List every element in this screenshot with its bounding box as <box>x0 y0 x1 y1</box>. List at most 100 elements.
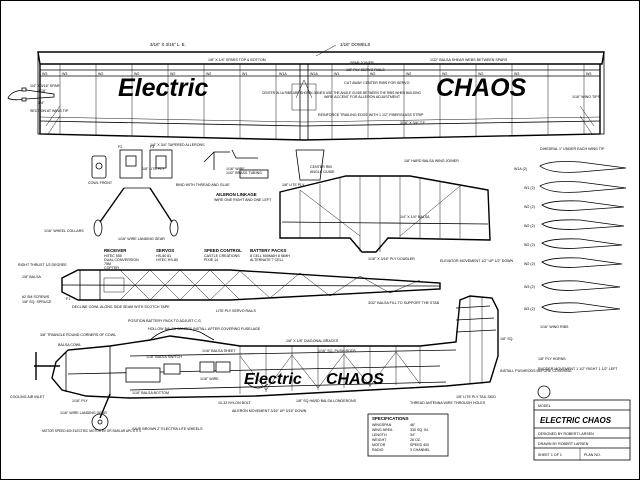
cowl-formers: COWL FRONT F2 F3 1/8" LITE PLY <box>88 145 173 185</box>
section-web-note: 1/4" <box>38 101 45 105</box>
wing-title-chaos: CHAOS <box>436 74 527 102</box>
wing-rib-label-8: W1A <box>279 72 287 76</box>
side-battery-note: POSITION BATTERY PACK TO ADJUST C.G. <box>128 319 202 323</box>
fuselage-top-view: RIGHT THRUST 1/2 DEGREE 1/8" BALSA #2 SM… <box>18 263 441 313</box>
cowl-front-label: COWL FRONT <box>88 181 113 185</box>
wing-shear-webs: 1/32" BALSA SHEAR WEBS BETWEEN SPARS <box>430 58 508 62</box>
fuselage-side-view: Electric CHAOS POSITION BATTERY PACK TO … <box>10 295 618 433</box>
aileron-linkage-detail: 1/16" WIRE 1/32" BRASS TUBING AILERON LI… <box>203 149 272 202</box>
equip-speed-head: SPEED CONTROL <box>204 248 242 253</box>
spec-row-value: 26 OZ. <box>410 438 421 442</box>
fuse-balsa-sheet: 3/32" BALSA FILL TO SUPPORT THE STAB <box>368 301 440 305</box>
former-f2-label: F2 <box>118 145 122 149</box>
fuse-f1-label: F1 <box>66 297 70 301</box>
landing-gear-front: BIND WITH THREAD AND GLUE 1/16" WIRE LAN… <box>44 183 230 241</box>
elevator-movement-note: ELEVATOR MOVEMENT 1/2" UP 1/2" DOWN <box>440 259 514 263</box>
side-triangle-note: 3/8" TRIANGLE ROUND CORNERS OF COWL <box>40 333 116 337</box>
wing-section-details: 1/4" X 3/16" SPAR 1/16" 1/4" SECTION AT … <box>7 84 69 113</box>
wing-ribs-note: 1/16" WING RIBS <box>540 325 569 329</box>
former-ply-label: 1/8" LITE PLY <box>142 167 165 171</box>
side-brace-note: 1/16" PLY <box>72 399 88 403</box>
rib-w3-label-2: W3 (2) <box>524 307 535 311</box>
title-block: MODEL ELECTRIC CHAOS DESIGNED BY ROBERT … <box>533 385 631 461</box>
wing-reinforce: REINFORCE TRAILING EDGE WITH 1 1/2" FIBE… <box>318 113 424 117</box>
wing-rib-label-11: W2 <box>370 72 375 76</box>
fuse-spruce-note: 1/8" SQ. SPRUCE <box>22 300 52 304</box>
aileron-linkage-title: AILERON LINKAGE <box>216 192 257 197</box>
fuse-screws-note: #2 SM SCREWS <box>22 295 50 299</box>
former-f3-label: F3 <box>150 145 154 149</box>
title-block-drawn: DRAWN BY ROBERT LARSEN <box>538 442 589 446</box>
wing-rib-label-5: W2 <box>170 72 175 76</box>
equip-receiver-line2: DUAL CONVERSION <box>104 258 139 262</box>
title-block-model: ELECTRIC CHAOS <box>540 416 612 425</box>
equipment-list: RECEIVER HITEC 555 DUAL CONVERSION 75M C… <box>104 248 290 270</box>
wing-aileron-rods: WIRE ACCENT FOR ALLERON ADJUSTMENT <box>324 95 401 99</box>
wing-rib-label-9: W1A <box>310 72 318 76</box>
rib-w2-label-4: W2 (2) <box>524 262 535 266</box>
fuse-thrust-note: RIGHT THRUST 1/2 DEGREE <box>18 263 67 267</box>
spec-row-label: WINGSPAN <box>372 423 392 427</box>
equip-receiver-line3: 75M <box>104 262 111 266</box>
title-block-model-label: MODEL <box>538 404 551 408</box>
equip-speed-line2: PIXIE 14 <box>204 258 218 262</box>
stab-doubler-note: 1/16" X 3/16" PLY DOUBLER <box>368 257 415 261</box>
specifications-table: SPECIFICATIONS WINGSPAN 46" WING AREA 33… <box>367 413 449 457</box>
wing-servo-rails: 1/8" PLY SERVO RAILS <box>346 68 385 72</box>
spec-row-label: LENGTH <box>372 433 387 437</box>
rib-w2-label-2: W2 (2) <box>524 224 535 228</box>
side-antenna-note: THREAD ANTENNA WIRE THROUGH HOLES <box>410 401 486 405</box>
equip-servos-head: SERVOS <box>156 248 174 253</box>
spec-rows: WINGSPAN 46" WING AREA 330 SQ. IN. LENGT… <box>372 423 430 452</box>
spec-row-label: RADIO <box>372 448 384 452</box>
side-canopy-note: HOLLOW BALSA CANOPY INSTALL AFTER COVERI… <box>148 327 261 331</box>
section-title: SECTION AT WING TIP <box>30 109 69 113</box>
spec-row-value: 3 CHANNEL <box>410 448 430 452</box>
center-guide-sub: ANGLE GUIDE <box>310 170 335 174</box>
side-pushrods-note: 1/16" SQ. PUSH RODS <box>318 349 356 353</box>
equip-speed-line1: CASTLE CREATIONS <box>204 254 240 258</box>
rib-w1a-label: W1A (2) <box>514 167 527 171</box>
section-spar-note: 1/4" X 3/16" SPAR <box>30 84 60 88</box>
wing-tips-note: 1/16" WING TIPS <box>572 95 601 99</box>
wing-dowel-note: 1/16" DOWELS <box>340 42 370 47</box>
spec-row-value: 330 SQ. IN. <box>410 428 429 432</box>
wing-rib-label-10: W1 <box>334 72 339 76</box>
spec-head: SPECIFICATIONS <box>372 416 409 421</box>
wing-spar-joiner: SPAR JOINER <box>350 61 374 65</box>
horn-tube-note: 1/32" BRASS TUBING <box>226 171 262 175</box>
side-ply-note: 1/16" BALSA BOTTOM <box>132 391 169 395</box>
wing-spar-note: 1/8" X 1/4" SPARS TOP & BOTTOM <box>208 58 266 62</box>
wing-rib-label-7: W1 <box>242 72 247 76</box>
equip-battery-head: BATTERY PACKS <box>250 248 286 253</box>
wing-plan: W3 W3 W2 W2 W2 W2 W1 W1A W1A W1 W2 W2 W2… <box>37 42 605 147</box>
fuse-lite-note: LITE PLY SERVO RAILS <box>216 309 257 313</box>
aileron-linkage-note: WIRE ONE RIGHT AND ONE LEFT <box>214 198 272 202</box>
center-guide-title: CENTER RIB <box>310 165 332 169</box>
side-tailskid-note: 1/8" LITE PLY TAIL SKID <box>456 395 496 399</box>
spec-row-value: 34" <box>410 433 416 437</box>
spec-row-value: SPEED 400 <box>410 443 429 447</box>
wing-ribs <box>59 64 585 140</box>
equip-servos-line2: HITEC HS-80 <box>156 258 178 262</box>
wing-te-note: 3/16" X 3/4" T.E. <box>400 121 426 125</box>
spec-row-label: MOTOR <box>372 443 386 447</box>
side-fin-note: 1/8" SQ. <box>500 337 513 341</box>
wing-rib-label-6: W2 <box>206 72 211 76</box>
rib-w2-label-3: W2 (2) <box>524 243 535 247</box>
wing-title-electric: Electric <box>118 74 208 102</box>
gear-bind-note: BIND WITH THREAD AND GLUE <box>176 183 230 187</box>
stab-joiner-note: 1/8" HARD BALSA WING JOINER <box>404 159 459 163</box>
wing-center-note: CENTER W-1A RIBS ARE SHOWN JOINED USE TH… <box>262 91 421 95</box>
fuse-balsa-note: 1/8" BALSA <box>22 275 41 279</box>
spec-row-label: WEIGHT <box>372 438 387 442</box>
rib-w1-label: W1 (2) <box>524 186 535 190</box>
side-longerons-note: 1/8" SQ HARD BALSA LONGERONS <box>296 399 357 403</box>
title-block-designed: DESIGNED BY ROBERT LARSEN <box>538 432 594 436</box>
side-servo-note: 1/16" BALSA SWITCH <box>146 355 182 359</box>
wing-rib-label-12: W2 <box>406 72 411 76</box>
equip-receiver-line4: COPTER <box>104 266 119 270</box>
wing-rib-label-14: W2 <box>478 72 483 76</box>
side-aileron-note: AILERON MOVEMENT 3/16" UP 3/16" DOWN <box>232 409 307 413</box>
